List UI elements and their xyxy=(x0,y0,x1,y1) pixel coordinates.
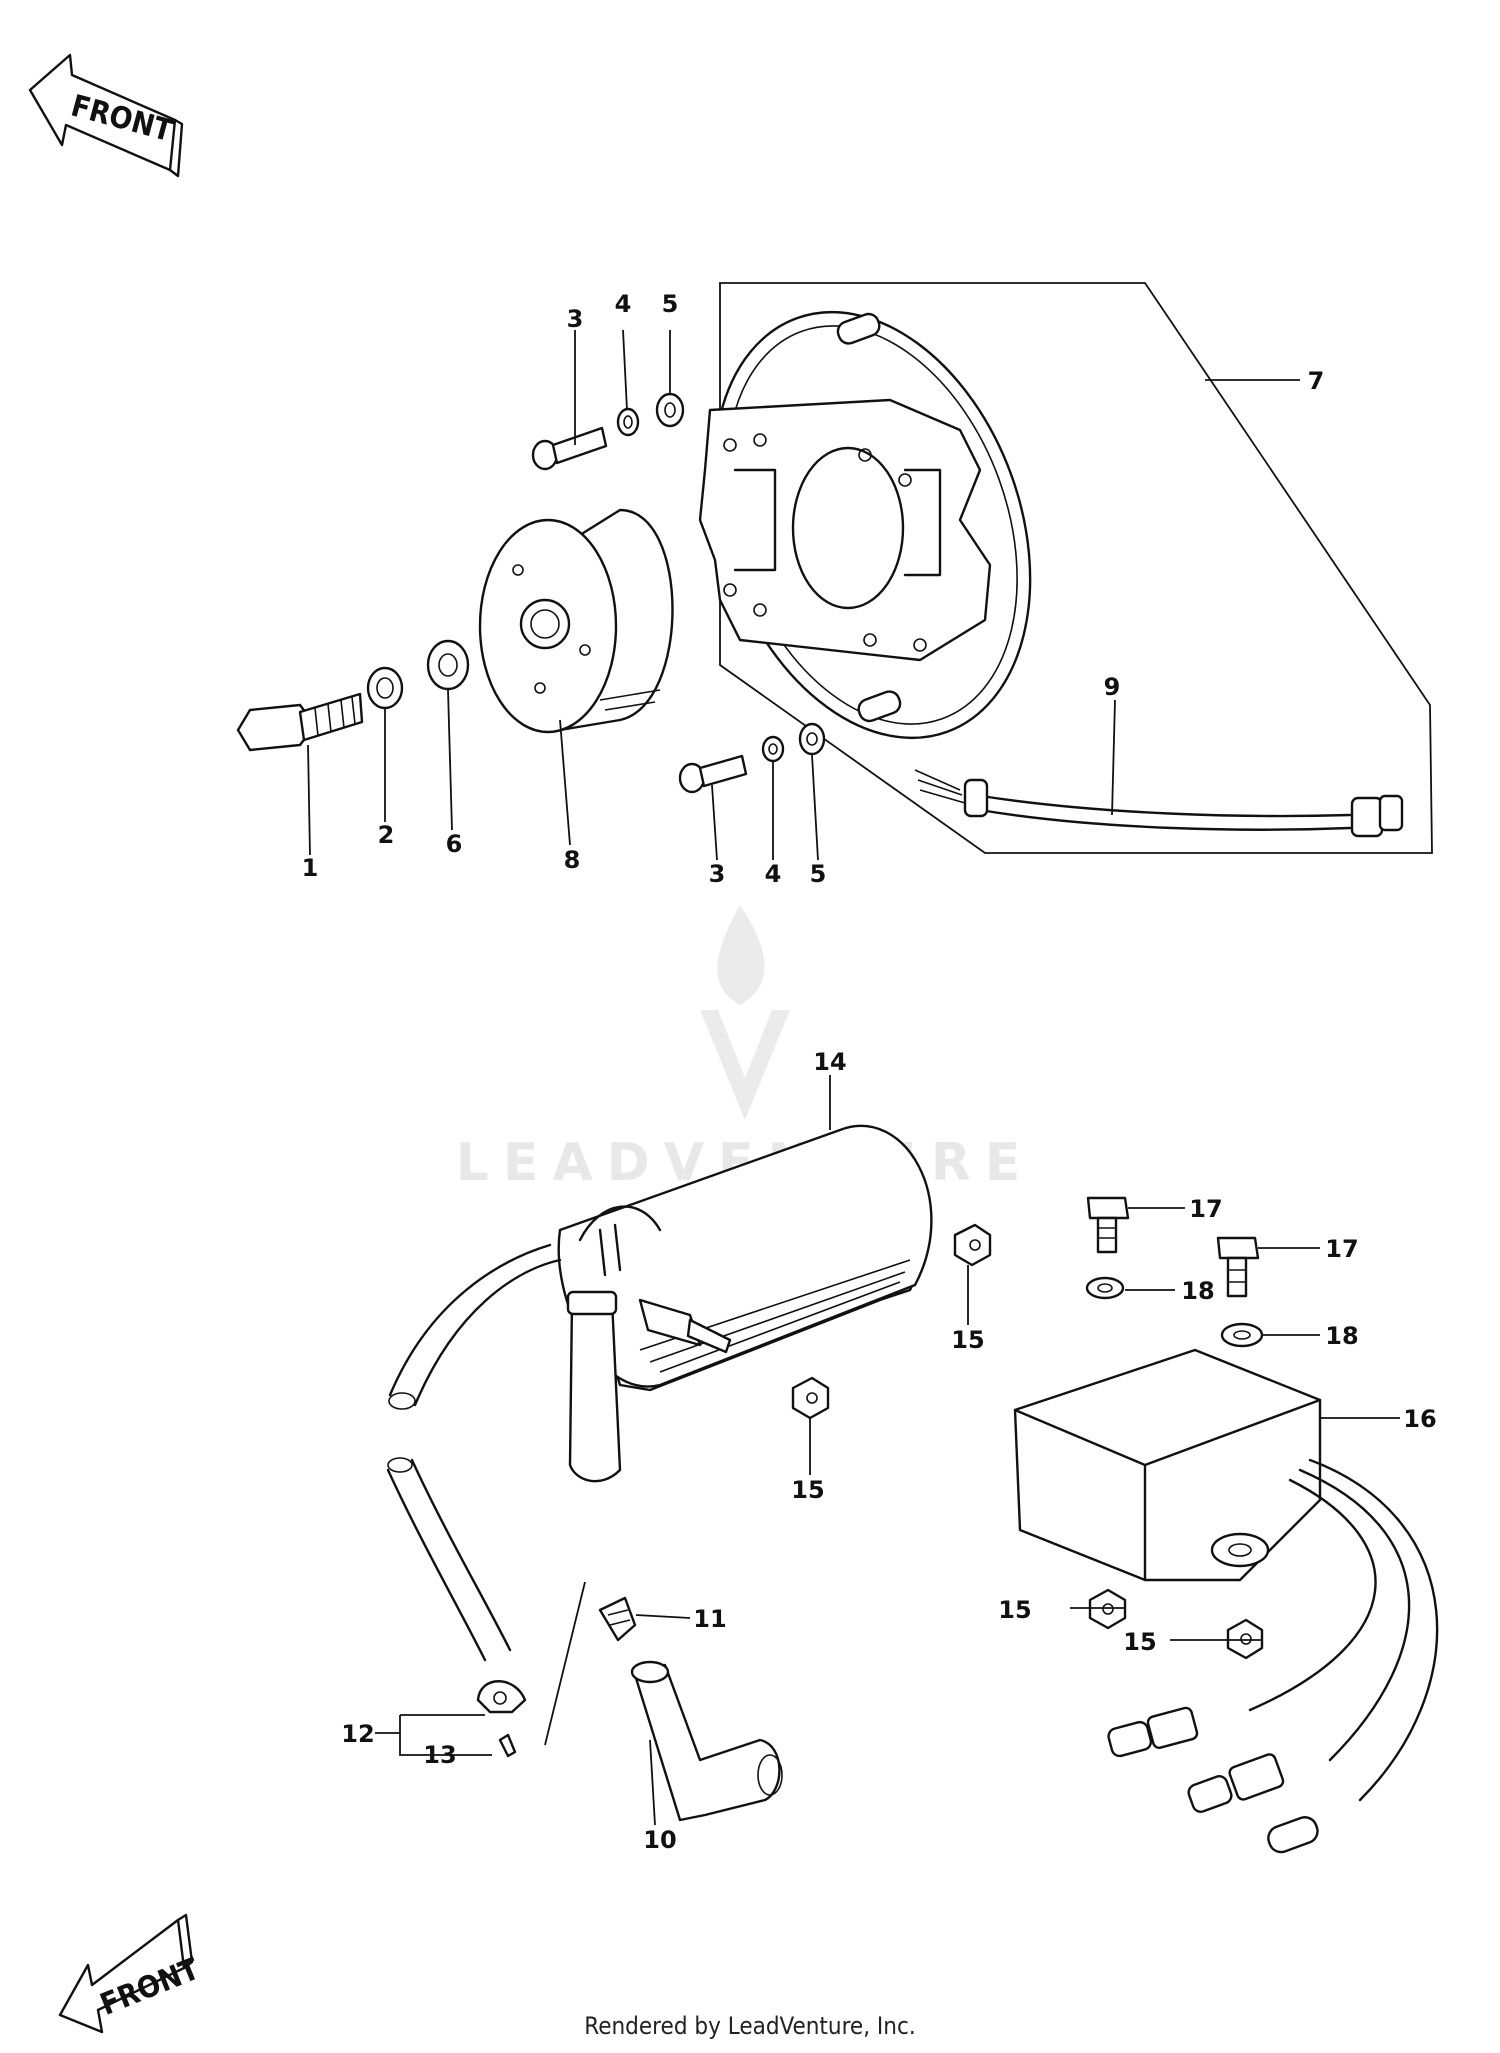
callout-17-a: 17 xyxy=(1189,1195,1222,1223)
callout-3-upper: 3 xyxy=(567,305,584,333)
callout-3-lower: 3 xyxy=(709,860,726,888)
clamp-screw xyxy=(498,1733,517,1758)
callout-5-upper: 5 xyxy=(662,290,679,318)
front-arrow-top: FRONT xyxy=(28,53,184,178)
nut-15-d xyxy=(1226,1618,1264,1660)
callout-6: 6 xyxy=(446,830,463,858)
callout-2: 2 xyxy=(378,821,395,849)
washer-6 xyxy=(426,639,470,691)
callout-4-lower: 4 xyxy=(765,860,782,888)
callout-15-b: 15 xyxy=(791,1476,824,1504)
cdi-unit xyxy=(1013,1348,1439,1854)
callout-8: 8 xyxy=(564,846,581,874)
flywheel-rotor xyxy=(478,508,674,734)
callout-18-a: 18 xyxy=(1181,1277,1214,1305)
washer-18-a xyxy=(1085,1276,1125,1300)
clamp xyxy=(476,1680,527,1714)
callout-labels: 1 2 3 3 4 4 5 5 6 7 8 9 10 11 12 13 14 1… xyxy=(302,290,1437,1854)
callout-9: 9 xyxy=(1104,673,1121,701)
callout-1: 1 xyxy=(302,854,319,882)
callout-15-c: 15 xyxy=(998,1596,1031,1624)
watermark-logo: LEADVENTURE xyxy=(456,905,1020,1193)
nut-15-a xyxy=(953,1223,992,1267)
washer-18-b xyxy=(1220,1322,1264,1348)
callout-7: 7 xyxy=(1308,367,1325,395)
callout-17-b: 17 xyxy=(1325,1235,1358,1263)
flywheel-bolt xyxy=(236,692,364,752)
leader-lines xyxy=(307,329,1400,1826)
stator-assembly-outline xyxy=(719,282,1433,854)
lock-washer-2 xyxy=(366,666,404,710)
bolt-17-a xyxy=(1086,1196,1130,1254)
screw-set-lower xyxy=(678,722,826,794)
assembly-indicator xyxy=(544,1581,586,1746)
render-credit: Rendered by LeadVenture, Inc. xyxy=(584,2012,916,2040)
callout-13: 13 xyxy=(423,1741,456,1769)
callout-15-a: 15 xyxy=(951,1326,984,1354)
callout-4-upper: 4 xyxy=(615,290,632,318)
callout-12: 12 xyxy=(341,1720,374,1748)
callout-15-d: 15 xyxy=(1123,1628,1156,1656)
spring-clip xyxy=(598,1596,637,1642)
stator-plate xyxy=(698,310,1032,740)
spark-plug-cap xyxy=(630,1660,783,1822)
callout-11: 11 xyxy=(693,1605,726,1633)
lead-wire xyxy=(914,769,1404,838)
callout-16: 16 xyxy=(1403,1405,1436,1433)
high-tension-lead xyxy=(388,1243,622,1483)
high-tension-lead-lower xyxy=(386,1457,512,1662)
nut-15-c xyxy=(1088,1588,1127,1630)
callout-14: 14 xyxy=(813,1048,846,1076)
callout-10: 10 xyxy=(643,1826,676,1854)
ignition-coil xyxy=(557,1124,933,1392)
bolt-17-b xyxy=(1216,1236,1260,1298)
screw-set-upper xyxy=(531,392,685,471)
nut-15-b xyxy=(791,1376,830,1420)
callout-5-lower: 5 xyxy=(810,860,827,888)
callout-18-b: 18 xyxy=(1325,1322,1358,1350)
